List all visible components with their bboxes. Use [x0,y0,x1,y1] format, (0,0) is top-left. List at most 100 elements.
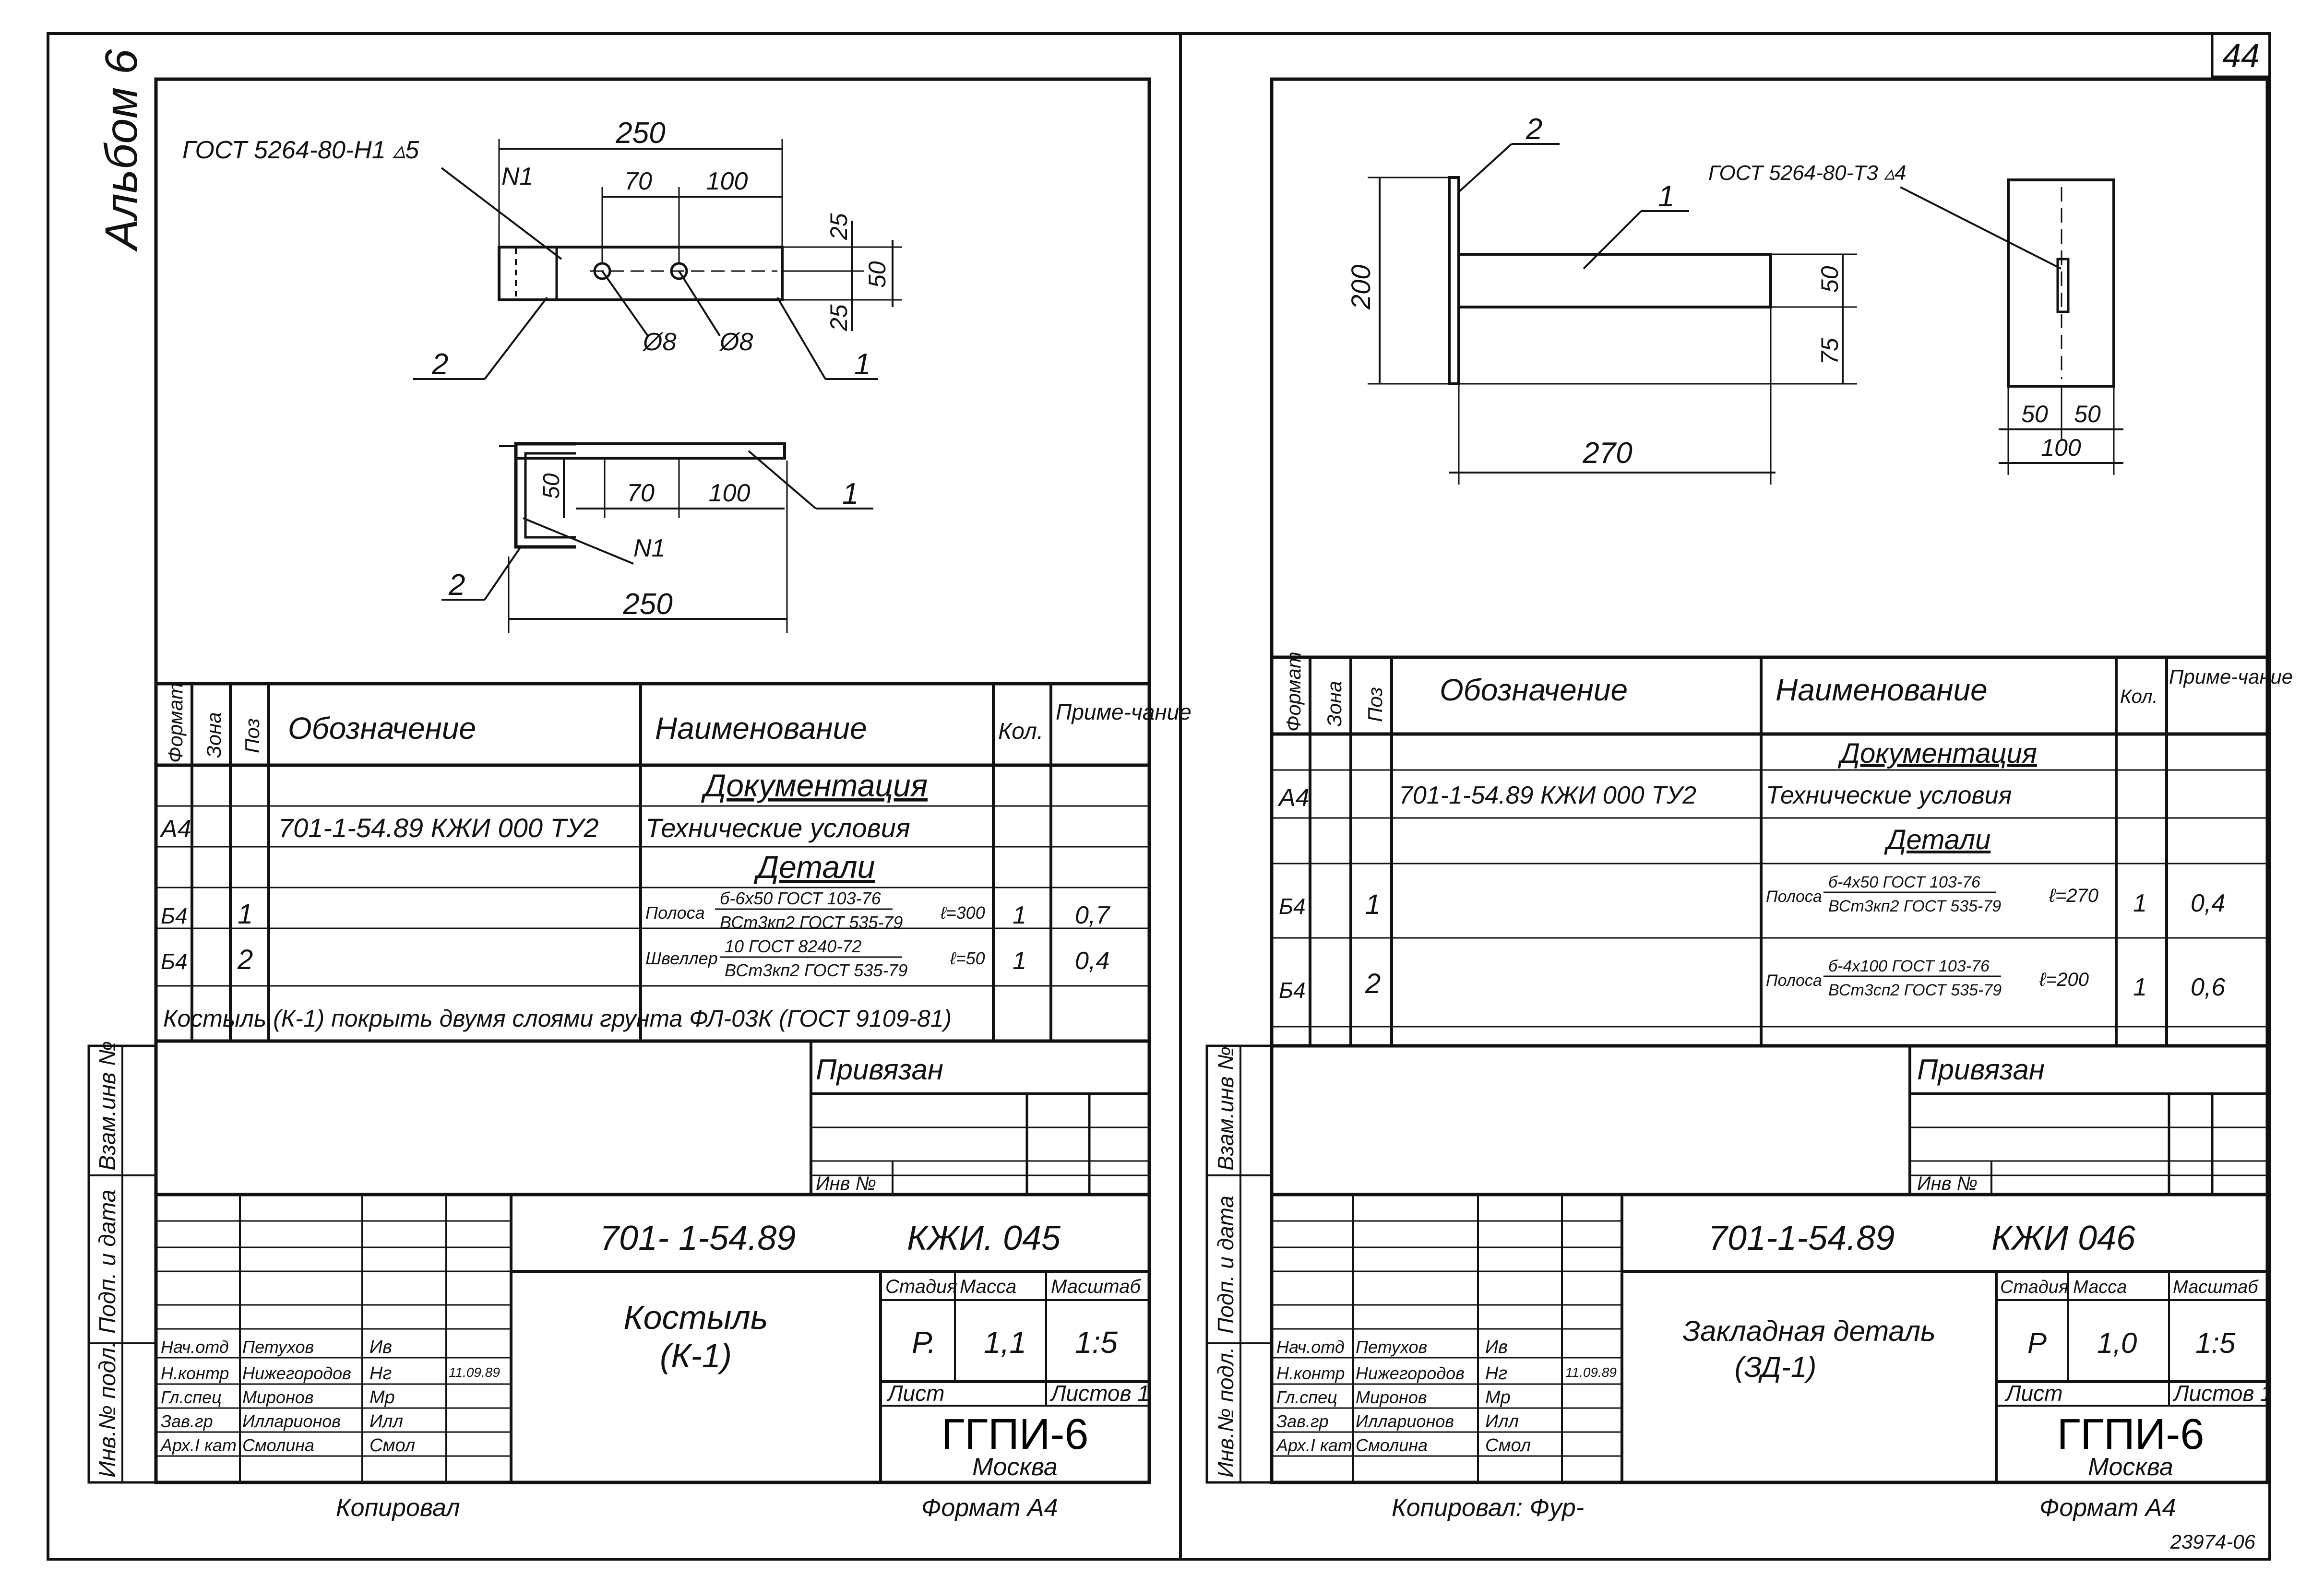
right-row1-len: ℓ=270 [2049,885,2098,906]
right-callout-1: 1 [1658,180,1674,213]
right-dim-200: 200 [1346,265,1376,310]
left-section-docs: Документация [701,768,928,803]
left-signer-name-1: Петухов [242,1337,314,1357]
page-number: 44 [2222,37,2260,74]
left-row1-den: ВСт3кп2 ГОСТ 535-79 [720,912,903,932]
left-callout-1: 1 [854,348,870,381]
left-row2-note: 0,4 [1075,947,1109,975]
right-stamp-podp-data: Подп. и дата [1213,1196,1238,1334]
album-label: Альбом 6 [96,49,147,252]
left-hdr-format: Формат [164,683,187,763]
left-signer-name-3: Миронов [242,1387,314,1407]
left-signer-name-2: Нижегородов [242,1363,351,1383]
right-format: Формат А4 [2039,1494,2176,1522]
left-dim-25b: 25 [825,304,852,332]
left-hdr-pos: Поз [241,718,263,753]
left-general-note: Костыль (К-1) покрыть двумя слоями грунт… [163,1005,952,1032]
right-section-parts: Детали [1884,824,1991,855]
right-row2-pos: 2 [1365,968,1381,999]
left-row1-pos: 1 [238,899,253,930]
left-format: Формат А4 [921,1494,1058,1522]
right-sheet-h: Лист [2004,1381,2062,1406]
left-dim-250: 250 [615,117,665,150]
left-signer-role-4: Зав.гр [161,1411,213,1431]
left-row1-len: ℓ=300 [940,903,985,923]
right-dim-270: 270 [1582,437,1632,470]
right-row1-num: б-4х50 ГОСТ 103-76 [1828,873,1980,891]
right-callout-2: 2 [1525,113,1542,146]
right-hdr-note: Приме-чание [2169,665,2293,688]
left-mass-h: Масса [960,1276,1016,1297]
left-city: Москва [972,1453,1058,1481]
right-signer-role-3: Гл.спец [1276,1387,1337,1407]
right-dim-75: 75 [1816,338,1843,365]
left-signer-name-4: Илларионов [242,1411,341,1431]
left-side-stamp: Взам.инв № Подп. и дата Инв.№ подл. [87,1041,157,1484]
left-hole-2: Ø8 [719,328,753,356]
right-signer-role-1: Нач.отд [1276,1337,1345,1357]
left-side-callout-1: 1 [842,477,858,510]
left-row2-den: ВСт3кп2 ГОСТ 535-79 [725,960,907,980]
left-drawing-side: 70 100 50 250 1 N1 2 [441,442,873,633]
left-side-dim-70: 70 [627,479,655,507]
left-hdr-designation: Обозначение [288,711,476,746]
left-signer-role-1: Нач.отд [161,1337,229,1357]
left-privyazan: Привязан [816,1054,943,1086]
right-side-stamp: Взам.инв № Подп. и дата Инв.№ подл. [1205,1044,1273,1484]
right-dim-50b: 50 [2074,401,2101,427]
left-row1-format: Б4 [161,903,188,928]
left-row2-num: 10 ГОСТ 8240-72 [725,936,861,956]
right-row1-den: ВСт3кп2 ГОСТ 535-79 [1828,897,2001,915]
left-weld-note: ГОСТ 5264-80-Н1 ▵5 [182,136,419,164]
right-doc-designation: 701-1-54.89 КЖИ 000 ТУ2 [1399,782,1696,809]
left-stage: Р. [912,1325,936,1360]
left-row2-len: ℓ=50 [950,948,985,968]
left-weld-mark: N1 [501,163,533,190]
right-dim-50: 50 [1816,266,1843,293]
right-privyazan: Привязан [1917,1054,2045,1086]
right-privyazan-block: Привязан Инв № [1908,1044,2269,1196]
left-sheets-h: Листов 1 [1049,1381,1150,1406]
right-project-code: 701-1-54.89 [1708,1219,1895,1257]
left-row1-note: 0,7 [1075,901,1110,929]
right-signer-role-2: Н.контр [1276,1363,1345,1383]
stamp-podp-data: Подп. и дата [95,1190,120,1334]
right-hdr-qty: Кол. [2120,686,2158,707]
left-doc-format: А4 [159,815,191,843]
left-scale-h: Масштаб [1051,1276,1141,1297]
left-title-line2: (К-1) [660,1337,732,1374]
left-sheet-frame [154,77,1151,1484]
right-signer-name-1: Петухов [1356,1337,1427,1357]
right-row2-note: 0,6 [2191,973,2225,1001]
left-org: ГГПИ-6 [942,1410,1089,1458]
right-sign-date: 11.09.89 [1565,1365,1617,1380]
right-row1-pos: 1 [1365,889,1381,920]
right-signer-sign-2: Нг [1485,1363,1507,1384]
left-side-dim-100: 100 [709,479,751,507]
right-signer-sign-3: Мр [1485,1387,1511,1408]
left-row2-format: Б4 [161,949,188,974]
left-mass: 1,1 [984,1325,1026,1360]
right-hdr-designation: Обозначение [1440,673,1628,707]
left-dim-100: 100 [706,167,748,195]
right-hdr-pos: Поз [1364,687,1386,722]
right-row2-len: ℓ=200 [2039,969,2089,990]
left-title-line1: Костыль [623,1299,768,1336]
left-signer-sign-1: Ив [369,1337,392,1357]
right-signer-name-2: Нижегородов [1356,1363,1465,1383]
left-side-weld-mark: N1 [633,534,665,562]
right-row2-den: ВСт3сп2 ГОСТ 535-79 [1828,981,2002,999]
archive-number: 23974-06 [2170,1530,2256,1553]
left-row2-qty: 1 [1013,947,1026,975]
left-signer-role-3: Гл.спец [161,1387,222,1407]
left-privyazan-block: Привязан Инв № [810,1040,1151,1196]
right-row2-prefix: Полоса [1766,971,1822,990]
right-signer-sign-5: Смол [1485,1435,1531,1456]
left-side-dim-50: 50 [539,473,564,499]
right-doc-format: А4 [1277,784,1310,812]
left-signer-role-2: Н.контр [161,1363,229,1383]
right-signer-name-3: Миронов [1356,1387,1427,1407]
right-signer-name-4: Илларионов [1356,1411,1454,1431]
right-scale: 1:5 [2195,1327,2236,1359]
